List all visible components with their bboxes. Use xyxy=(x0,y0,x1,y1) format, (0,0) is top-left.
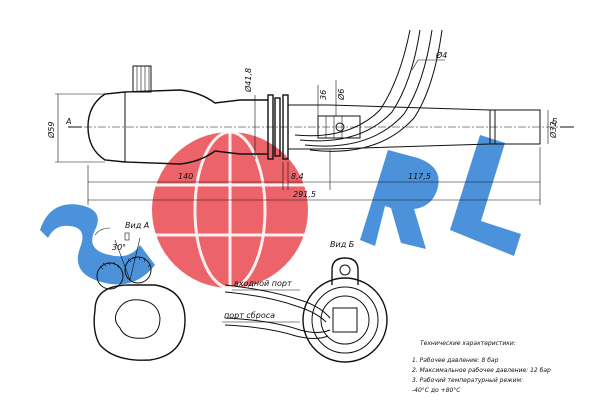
dim-d32: Ø32 xyxy=(548,122,558,139)
dim-d6: Ø6 xyxy=(336,89,346,101)
dim-d4: Ø4 xyxy=(435,50,447,60)
dim-8-4: 8,4 xyxy=(291,172,304,181)
spec-item-3: 3. Рабочий температурный режим: xyxy=(412,377,523,384)
dim-117-5: 117,5 xyxy=(408,172,431,181)
dim-291-5: 291,5 xyxy=(293,190,316,199)
spec-item-4: -40°С до +80°С xyxy=(412,387,461,394)
spec-item-1: 1. Рабочее давление: 8 бар xyxy=(412,357,499,364)
view-a-label: Вид А xyxy=(125,221,149,230)
view-a-marker: A xyxy=(65,117,71,126)
watermark-letter-l xyxy=(450,135,521,256)
specifications-block: Технические характеристики: 1. Рабочее д… xyxy=(412,340,551,394)
dim-d59: Ø59 xyxy=(46,122,56,139)
valve-side-view xyxy=(70,29,560,165)
dimension-lines xyxy=(55,59,574,205)
view-a-drawing xyxy=(93,227,186,361)
view-b-label: Вид Б xyxy=(330,240,355,249)
dimension-texts: Ø59 Ø41,8 36 Ø6 Ø4 Ø32 140 8,4 117,5 291… xyxy=(46,50,558,199)
view-b-marker: Б xyxy=(552,117,558,126)
relief-port-label: порт сброса xyxy=(224,311,275,320)
dim-140: 140 xyxy=(178,172,193,181)
dim-d41-8: Ø41,8 xyxy=(243,68,253,93)
spec-item-2: 2. Максимальное рабочее давление: 12 бар xyxy=(412,367,551,374)
specs-title: Технические характеристики: xyxy=(420,340,516,347)
dim-angle-30: 30° xyxy=(112,243,126,252)
inlet-port-label: входной порт xyxy=(234,279,292,288)
view-b-drawing xyxy=(222,257,388,363)
watermark-letter-r xyxy=(360,150,439,249)
dim-36: 36 xyxy=(319,90,328,100)
